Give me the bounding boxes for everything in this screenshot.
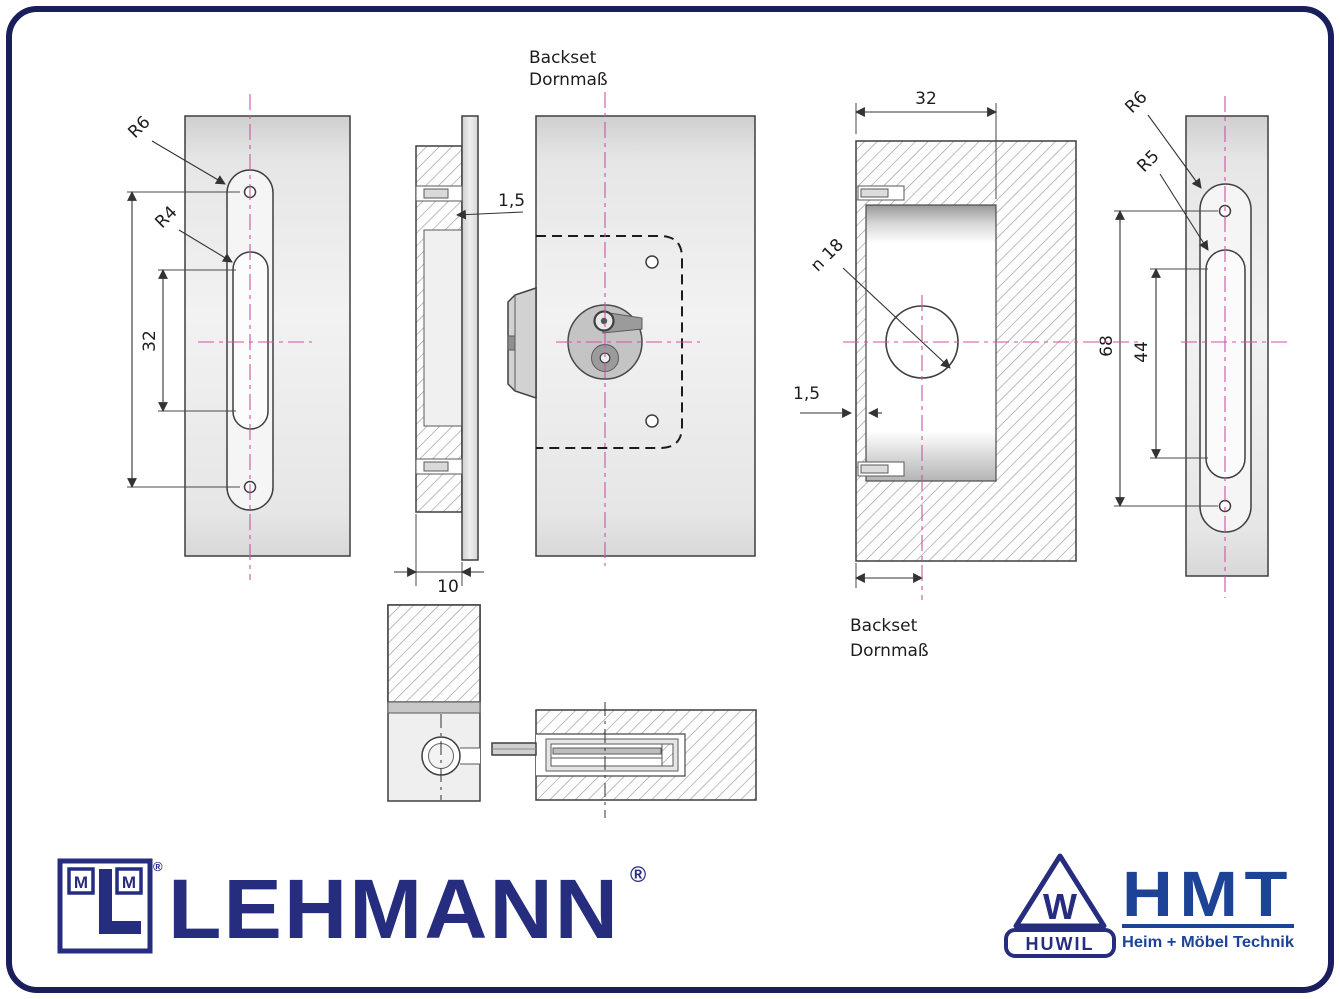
side-section-band bbox=[387, 701, 481, 714]
side-tab-bottom bbox=[423, 461, 449, 472]
dim-slot-32-left: 32 bbox=[140, 269, 236, 412]
lehmann-monogram-box-right bbox=[115, 867, 143, 895]
backset-label-top: Backset bbox=[529, 48, 597, 68]
case-hole-bottom bbox=[645, 414, 659, 428]
dim-depth-10: 10 bbox=[394, 514, 484, 597]
lehmann-monogram-box-left bbox=[67, 867, 95, 895]
pocket-tab-top-inner bbox=[860, 188, 889, 198]
lehmann-monogram-m-left: M bbox=[74, 873, 88, 892]
dim-backset-bottom: Backset Dornmaß bbox=[850, 563, 929, 661]
view-faceplate-side: 1,5 10 bbox=[394, 115, 525, 597]
latch-notch bbox=[507, 335, 516, 351]
huwil-w: W bbox=[1043, 886, 1077, 927]
lehmann-wordmark: LEHMANN bbox=[168, 862, 620, 956]
side-housing-cavity bbox=[423, 229, 463, 427]
mechanism-inner bbox=[550, 743, 674, 767]
lehmann-monogram-m-right: M bbox=[122, 873, 136, 892]
view-faceplate-front-left: 32 R6 R4 bbox=[124, 112, 351, 557]
hmt-underline bbox=[1122, 924, 1294, 928]
backset-label-bottom: Backset bbox=[850, 616, 918, 636]
hmt-logo: W HUWIL HMT Heim + Möbel Technik bbox=[1004, 853, 1294, 958]
dim-width-32: 32 bbox=[855, 89, 997, 199]
hmt-tagline: Heim + Möbel Technik bbox=[1122, 934, 1294, 951]
boss-channel bbox=[460, 748, 480, 764]
view-cross-section: n 18 32 1,5 Backset Dornmaß bbox=[793, 89, 1077, 661]
view-side-section-bottom bbox=[387, 604, 481, 802]
mechanism-end-hatch bbox=[661, 743, 674, 767]
huwil-box bbox=[1004, 928, 1116, 958]
dim-hole-pitch-left bbox=[127, 191, 240, 488]
dim-thickness-side: 1,5 bbox=[456, 191, 525, 220]
cylinder-pin bbox=[600, 317, 608, 325]
case-hole-top bbox=[645, 255, 659, 269]
dornmass-label-top: Dornmaß bbox=[529, 70, 608, 90]
dim-68: 68 bbox=[1097, 210, 1218, 507]
dim-label-68: 68 bbox=[1097, 335, 1117, 357]
huwil-triangle bbox=[1013, 853, 1107, 929]
dim-label-32-left: 32 bbox=[140, 330, 160, 352]
centerlines bbox=[198, 92, 1292, 600]
dim-label-1-5-wall: 1,5 bbox=[793, 384, 820, 404]
huwil-wordmark: HUWIL bbox=[1026, 934, 1095, 954]
pocket-tab-bottom-inner bbox=[860, 464, 889, 474]
side-faceplate-strip bbox=[461, 115, 479, 561]
mechanism-bar bbox=[552, 747, 662, 755]
dim-label-32-top: 32 bbox=[915, 89, 937, 109]
hmt-wordmark: HMT bbox=[1122, 858, 1294, 930]
dornmass-label-bottom: Dornmaß bbox=[850, 641, 929, 661]
dim-label-10: 10 bbox=[437, 577, 459, 597]
lehmann-logo: M M ® LEHMANN ® bbox=[57, 858, 646, 956]
lehmann-monogram-registered: ® bbox=[153, 859, 163, 874]
dim-label-44: 44 bbox=[1132, 341, 1152, 363]
lehmann-registered-mark: ® bbox=[630, 862, 646, 887]
side-section-hatch bbox=[387, 604, 481, 703]
dim-label-1-5-side: 1,5 bbox=[498, 191, 525, 211]
lehmann-monogram-l bbox=[99, 869, 141, 934]
view-lock-front: Backset Dornmaß bbox=[507, 48, 756, 557]
view-horizontal-section bbox=[491, 702, 757, 818]
side-tab-top bbox=[423, 188, 449, 199]
dim-44: 44 bbox=[1132, 268, 1208, 459]
dim-wall-1-5: 1,5 bbox=[793, 384, 882, 418]
